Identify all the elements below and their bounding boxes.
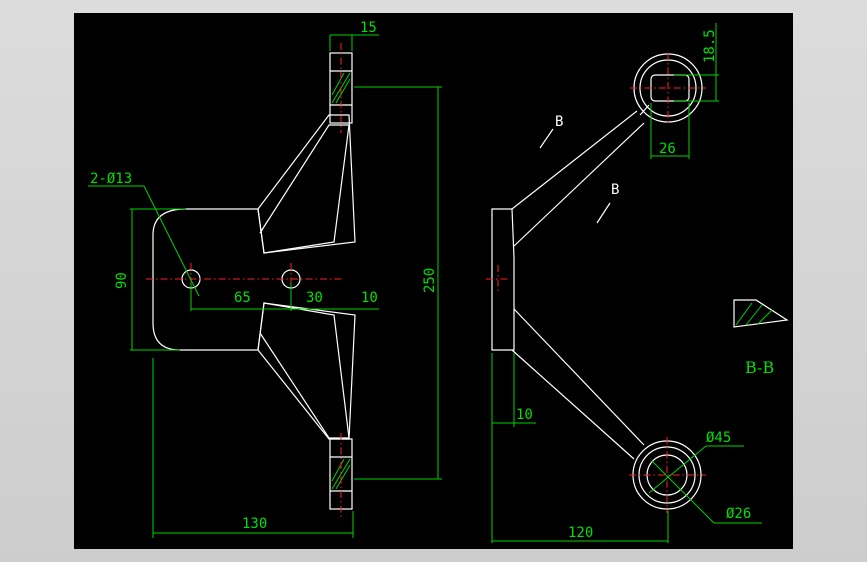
hatch-line — [757, 309, 773, 325]
front-upper-arm — [257, 114, 356, 254]
dim-hole-callout: 2-Ø13 — [90, 171, 132, 187]
leader-line — [651, 460, 715, 524]
dim-spacing-65: 65 — [234, 290, 251, 306]
dim-spacing-30: 30 — [306, 290, 323, 306]
hatch-line — [735, 302, 753, 326]
dim-top-width: 15 — [360, 20, 377, 36]
front-view-outline — [152, 124, 350, 439]
dim-offset-10: 10 — [361, 290, 378, 306]
dim-ring-inner: 26 — [659, 141, 676, 157]
hatch-line — [331, 458, 345, 482]
front-dimensions: 15 250 90 2-Ø13 65 30 — [88, 20, 442, 538]
hatch-line — [745, 304, 763, 326]
hatch-line — [335, 464, 351, 490]
section-profile — [733, 299, 789, 328]
cad-drawing-canvas[interactable]: 15 250 90 2-Ø13 65 30 — [74, 13, 793, 549]
side-lower-arm — [511, 308, 645, 460]
dim-total-height: 250 — [422, 268, 438, 293]
side-upper-arm — [511, 104, 650, 247]
side-dimensions: 18.5 26 10 120 Ø45 — [491, 23, 762, 543]
hatch-line — [331, 72, 345, 96]
section-mark-b1: B — [555, 114, 563, 130]
section-mark-line — [539, 128, 554, 149]
cad-drawing: 15 250 90 2-Ø13 65 30 — [88, 20, 789, 543]
front-view — [146, 43, 356, 518]
leader-line — [143, 185, 200, 297]
section-mark-line — [596, 202, 611, 224]
dim-inner-dia: Ø26 — [726, 506, 751, 522]
side-view: B B — [486, 53, 706, 513]
dim-ring-offset: 18.5 — [702, 29, 718, 63]
leader-line — [648, 445, 707, 494]
hatch-line — [335, 78, 351, 104]
section-mark-b2: B — [611, 182, 619, 198]
dim-height-left: 90 — [114, 272, 130, 289]
section-label: B-B — [745, 358, 774, 377]
front-lower-arm — [257, 302, 356, 440]
side-bottom-ring-inner — [646, 454, 688, 496]
section-view: B-B — [733, 299, 789, 377]
hatch-line — [331, 458, 351, 490]
dim-width-120: 120 — [568, 525, 593, 541]
dim-outer-dia: Ø45 — [706, 430, 731, 446]
dim-plate-10: 10 — [516, 407, 533, 423]
dim-total-width: 130 — [242, 516, 267, 532]
side-plate — [491, 208, 515, 351]
